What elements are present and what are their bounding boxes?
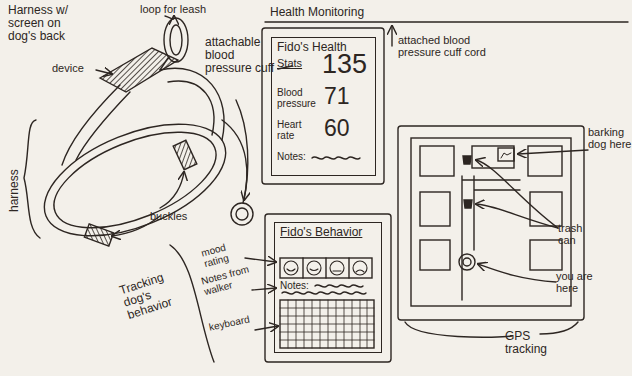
leader-arrow [245,258,276,262]
leader-arrow [478,264,556,282]
sketch-label: Tracking dog's behavior [118,266,189,323]
harness-band-inner [41,113,229,248]
trash-can-icon [463,156,471,164]
device-screen [100,48,178,92]
map-blocks [420,146,562,300]
buckle [84,224,113,246]
screen-text: Heart rate [277,120,313,141]
cuff-cord [222,120,247,203]
you-marker-inner [463,258,471,266]
leader-arrow [252,288,276,290]
mood-row [280,258,372,278]
trash-can-icon [464,200,472,208]
sketch-label: device [52,62,102,74]
leader-arrow [476,160,558,228]
map-screen [411,138,571,306]
buckle [173,140,197,169]
keyboard-grid [280,300,374,348]
sketch-label: harness [8,169,21,212]
leader-arrow [236,100,248,200]
sketch-label: barking dog here [588,126,632,150]
mood-faces [284,261,367,275]
sketch-label: Harness w/ screen on dog's back [8,4,80,44]
screen-box: Fido's HealthStats135Blood pressure71Hea… [271,37,376,176]
leader-arrow [391,26,392,46]
chest-strap [160,68,224,140]
back-strap [62,85,130,165]
screen-text: 71 [324,84,372,108]
sketch-label: you are here [556,270,600,294]
screen-text: Notes: [280,281,320,292]
screen-box: Fido's BehaviorNotes: [274,222,382,353]
screen-text: 135 [322,50,374,78]
leash-loop-inner [170,25,182,55]
you-marker [459,254,475,270]
device-frame [262,28,384,184]
sketch-label: buckles [150,210,210,222]
cuff-ring [231,203,253,225]
harness-band [29,101,241,258]
barking-dog-icon [498,148,514,161]
screen-text: Notes: [277,152,317,163]
sketch-label: Health Monitoring [270,6,420,19]
sketch-label: GPS tracking [505,330,565,356]
screen-text: Stats [277,58,317,70]
heading-rule [265,21,628,22]
bracket [405,322,578,337]
sketch-label: loop for leash [140,3,240,15]
screen-text: Blood pressure [277,88,319,109]
device-frame [265,214,391,362]
cuff-ring-inner [236,208,248,220]
leader-arrow [476,204,558,228]
brace [24,120,40,238]
leader-arrow [160,172,184,208]
leader-arrow [165,16,174,19]
sketch-label: attachable blood pressure cuff [205,36,277,76]
screen-text: 60 [324,116,372,140]
sketch-label: trash can [558,222,598,246]
leader-arrow [518,150,588,154]
screen-text: Fido's Behavior [280,226,380,239]
note-scribble [312,157,360,159]
sketch-label: attached blood pressure cuff cord [398,34,510,58]
leader-arrow [96,70,112,74]
